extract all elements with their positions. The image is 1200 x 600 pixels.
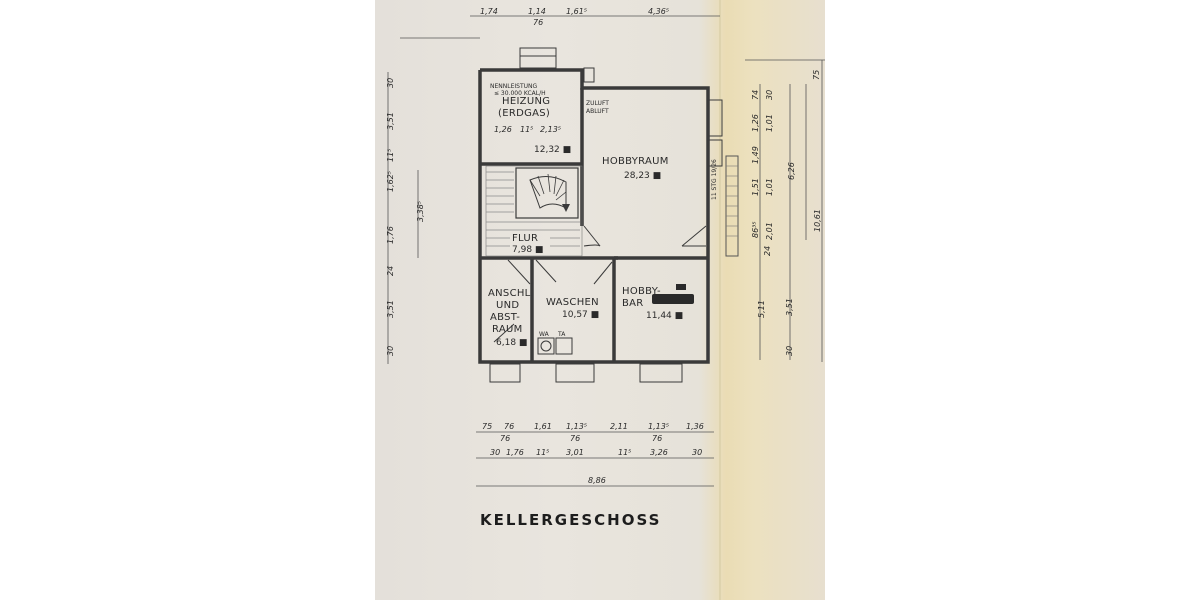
dim-right-b2: 1,01 bbox=[765, 114, 774, 132]
dim-bot1b-1: 76 bbox=[500, 434, 510, 443]
doors bbox=[493, 225, 707, 343]
hobbybar-line2: BAR bbox=[622, 298, 644, 309]
dim-top-1: 1,74 bbox=[480, 7, 498, 16]
heizung-area: 12,32 ■ bbox=[534, 145, 571, 155]
dim-left-mid: 3,38⁵ bbox=[416, 201, 425, 222]
dim-bot1-5: 2,11 bbox=[610, 422, 628, 431]
dim-heiz-3: 2,13⁵ bbox=[540, 125, 561, 134]
dim-right-a1: 74 bbox=[751, 90, 760, 100]
dim-right-a7: 5,11 bbox=[757, 300, 766, 318]
anschl-line4: RAUM bbox=[492, 324, 523, 335]
hobbyraum-area: 28,23 ■ bbox=[624, 171, 661, 181]
dim-bot2-4: 3,01 bbox=[566, 448, 584, 457]
dim-right-b6: 30 bbox=[785, 346, 794, 356]
dim-bot1-6: 1,13⁵ bbox=[648, 422, 669, 431]
zuluft-label: ZULUFT bbox=[586, 100, 609, 107]
walls bbox=[478, 47, 723, 383]
heizung-power-label: NENNLEISTUNG bbox=[490, 83, 538, 90]
heizung-subname: (ERDGAS) bbox=[498, 108, 550, 119]
heizung-name: HEIZUNG bbox=[502, 96, 550, 107]
dim-right-c: 6,26 bbox=[787, 162, 796, 180]
waschen-area: 10,57 ■ bbox=[562, 310, 599, 320]
laundry-fixtures bbox=[537, 67, 595, 355]
dim-bot2-3: 11⁵ bbox=[536, 448, 549, 457]
dim-bot1-3: 1,61 bbox=[534, 422, 552, 431]
dim-right-a3: 1,49 bbox=[751, 146, 760, 164]
anschl-line1: ANSCHL bbox=[488, 288, 531, 299]
hobbybar-area: 11,44 ■ bbox=[646, 311, 683, 321]
right-dimensions: 75 74 1,26 1,49 1,51 86³⁵ 24 5,11 30 1,0… bbox=[751, 70, 822, 356]
dim-heiz-1: 1,26 bbox=[494, 125, 512, 134]
dim-right-a5: 86³⁵ bbox=[751, 221, 760, 238]
dim-left-2: 3,51 bbox=[386, 112, 395, 130]
dim-bot1b-3: 76 bbox=[652, 434, 662, 443]
dim-bot1-7: 1,36 bbox=[686, 422, 704, 431]
left-dimensions: 30 3,51 11⁵ 1,62⁵ 1,76 24 3,51 30 3,38⁵ bbox=[386, 78, 425, 356]
anschl-line2: UND bbox=[496, 300, 519, 311]
dim-left-6: 24 bbox=[386, 266, 395, 276]
dim-right-top: 75 bbox=[812, 70, 821, 80]
dim-right-a4: 1,51 bbox=[751, 178, 760, 196]
dim-left-7: 3,51 bbox=[386, 300, 395, 318]
dimension-lines bbox=[387, 15, 825, 487]
dim-left-5: 1,76 bbox=[386, 226, 395, 244]
dim-left-1: 30 bbox=[386, 78, 395, 88]
paper-fold bbox=[719, 0, 721, 600]
anschl-line3: ABST- bbox=[490, 312, 520, 323]
dim-bot1b-2: 76 bbox=[570, 434, 580, 443]
heizung-power-value: ≤ 30.000 KCAL/H bbox=[494, 90, 546, 97]
dim-top-3: 76 bbox=[533, 18, 543, 27]
top-dimensions: 1,74 1,14 76 1,61⁵ 4,36⁵ 1,26 11⁵ 2,13⁵ bbox=[480, 7, 669, 134]
dim-top-5: 4,36⁵ bbox=[648, 7, 669, 16]
abluft-label: ABLUFT bbox=[586, 108, 609, 115]
dim-right-b5: 3,51 bbox=[785, 298, 794, 316]
bottom-dimensions: 75 76 1,61 1,13⁵ 2,11 1,13⁵ 1,36 76 76 7… bbox=[482, 422, 704, 485]
staircase bbox=[485, 155, 739, 257]
dim-top-4: 1,61⁵ bbox=[566, 7, 587, 16]
dim-left-8: 30 bbox=[386, 346, 395, 356]
blueprint-sheet bbox=[375, 0, 825, 600]
waschen-name: WASCHEN bbox=[546, 297, 599, 308]
dim-bot2-1: 30 bbox=[490, 448, 500, 457]
dim-right-b3: 1,01 bbox=[765, 178, 774, 196]
dim-top-2: 1,14 bbox=[528, 7, 546, 16]
wa-label: WA bbox=[539, 331, 550, 338]
anschl-area: 6,18 ■ bbox=[496, 338, 527, 348]
dim-bot1-4: 1,13⁵ bbox=[566, 422, 587, 431]
dim-right-total: 10,61 bbox=[813, 209, 822, 232]
dim-heiz-2: 11⁵ bbox=[520, 125, 533, 134]
dim-right-a6: 24 bbox=[763, 246, 772, 256]
hobbybar-line1: HOBBY- bbox=[622, 286, 661, 297]
dim-bot2-7: 30 bbox=[692, 448, 702, 457]
plan-title: KELLERGESCHOSS bbox=[480, 511, 661, 529]
dim-right-b1: 30 bbox=[765, 90, 774, 100]
dim-bot1-2: 76 bbox=[504, 422, 514, 431]
dim-bottom-total: 8,86 bbox=[588, 476, 606, 485]
ta-label: TA bbox=[557, 331, 566, 338]
dim-left-3: 11⁵ bbox=[386, 149, 395, 162]
dim-right-b4: 2,01 bbox=[765, 222, 774, 240]
dim-bot2-2: 1,76 bbox=[506, 448, 524, 457]
room-labels: NENNLEISTUNG ≤ 30.000 KCAL/H HEIZUNG (ER… bbox=[488, 83, 718, 348]
flur-area: 7,98 ■ bbox=[512, 245, 543, 255]
stairs-label: 11 STG 19/26 bbox=[711, 159, 718, 200]
dim-bot2-6: 3,26 bbox=[650, 448, 668, 457]
dim-bot2-5: 11⁵ bbox=[618, 448, 631, 457]
dim-bot1-1: 75 bbox=[482, 422, 492, 431]
dim-right-a2: 1,26 bbox=[751, 114, 760, 132]
dim-left-4: 1,62⁵ bbox=[386, 171, 395, 192]
flur-name: FLUR bbox=[512, 233, 538, 244]
hobbyraum-name: HOBBYRAUM bbox=[602, 156, 669, 167]
